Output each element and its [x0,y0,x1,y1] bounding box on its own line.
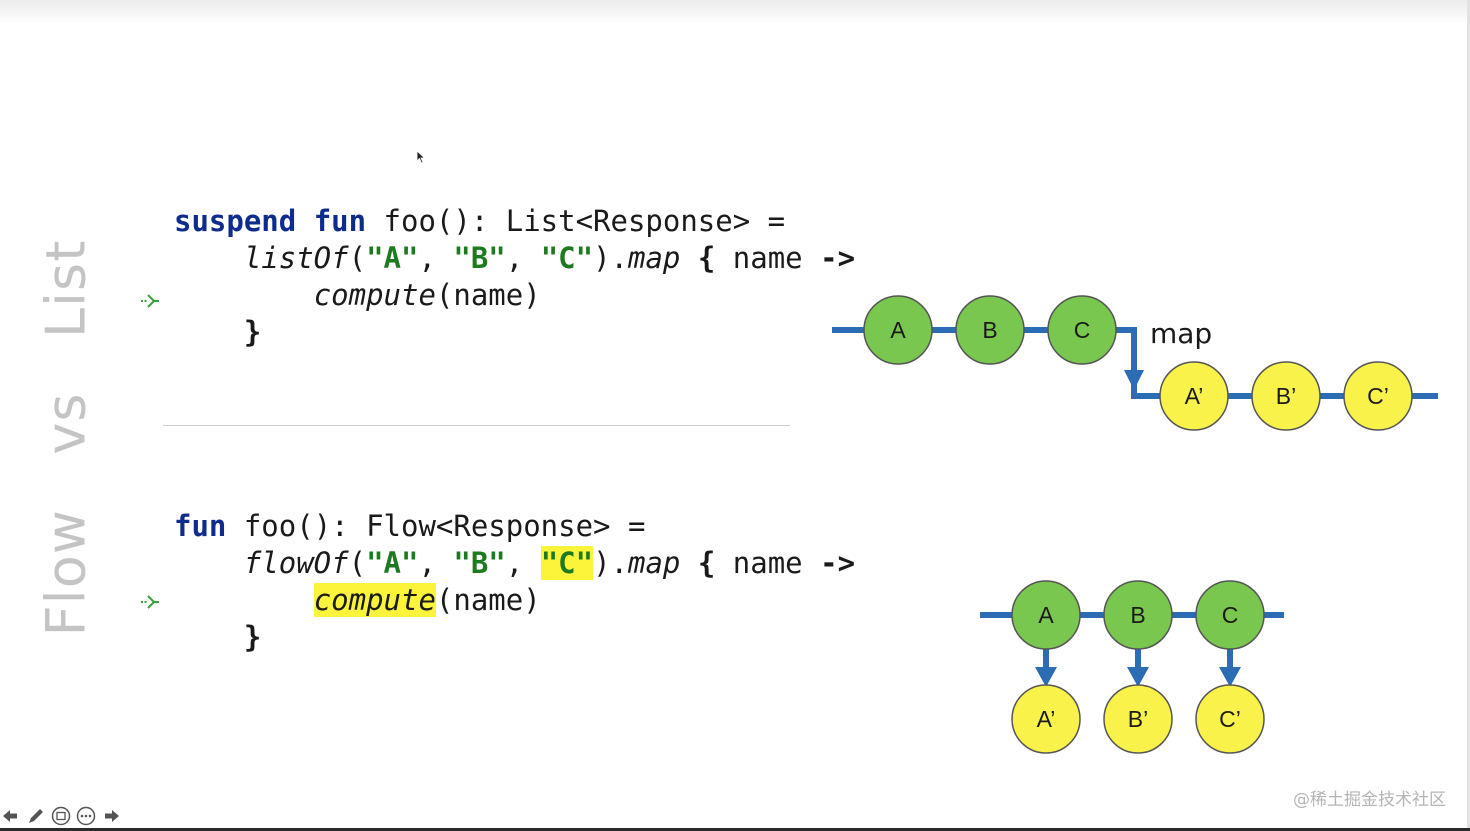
code-block-flow: fun foo(): Flow<Response> = flowOf("A", … [174,508,855,656]
string-literal: "C" [540,241,594,275]
input-node-label: B [982,317,997,343]
code-text: (name) [435,583,541,617]
code-text: name [715,241,821,275]
output-node-label: C’ [1219,706,1241,732]
output-node [1343,361,1413,431]
input-node-label: A [1038,602,1054,628]
code-text: name [715,546,821,580]
cursor-icon [416,150,426,164]
suspend-call-icon[interactable] [139,593,161,611]
string-literal: "B" [453,241,506,275]
code-text: , [505,546,541,580]
input-node-label: C [1222,602,1239,628]
flow-map-diagram: A B C A’ B’ C’ [980,580,1284,754]
function-call-highlighted: compute [313,583,436,617]
bottom-edge [0,828,1470,831]
input-node [1195,580,1265,650]
output-node-label: A’ [1185,383,1204,409]
output-node [1251,361,1321,431]
more-icon [76,806,96,826]
operator-name: map [628,241,681,275]
output-node-label: A’ [1037,706,1056,732]
prev-slide-button[interactable] [0,805,22,827]
code-text: ( [348,546,367,580]
map-arrowhead [1124,370,1144,390]
input-node-label: B [1130,602,1145,628]
next-slide-button[interactable] [100,805,122,827]
closing-brace: } [243,315,262,349]
code-text: (name) [435,278,541,312]
lambda-arrow: -> [820,241,856,275]
closing-brace: } [243,620,262,654]
arrow-left-icon [3,810,17,822]
string-literal: "B" [453,546,506,580]
list-map-diagram: A B C A’ B’ C’ map [832,295,1438,431]
output-node [1195,684,1265,754]
code-text: ). [593,546,629,580]
input-node-label: A [890,317,906,343]
code-text: , [418,241,454,275]
right-edge [1467,0,1470,831]
output-node [1103,684,1173,754]
string-literal: "A" [366,546,419,580]
pen-icon [29,809,43,823]
map-arrowhead [1035,667,1057,687]
code-text: , [418,546,454,580]
keyword-suspend: suspend [174,204,297,238]
input-node [955,295,1025,365]
keyword-fun: fun [174,509,227,543]
suspend-call-icon[interactable] [139,292,161,310]
slides-view-button[interactable] [50,805,72,827]
code-text: foo(): List<Response> = [366,204,786,238]
input-node-label: C [1074,317,1091,343]
watermark: @稀土掘金技术社区 [1293,790,1446,810]
function-name: flowOf [243,546,349,580]
input-node [863,295,933,365]
output-node-label: B’ [1276,383,1296,409]
section-divider [163,425,790,426]
string-literal: "A" [366,241,419,275]
code-text: ). [593,241,629,275]
output-node [1159,361,1229,431]
function-call: compute [313,278,436,312]
more-options-button[interactable] [75,805,97,827]
output-node-label: B’ [1128,706,1148,732]
code-text: { [697,241,716,275]
slides-icon [51,806,71,826]
code-block-list: suspend fun foo(): List<Response> = list… [174,203,855,351]
pen-tool-button[interactable] [25,805,47,827]
output-node-label: C’ [1367,383,1389,409]
arrow-right-icon [105,810,119,822]
map-arrowhead [1219,667,1241,687]
input-node [1011,580,1081,650]
string-literal-highlighted: "C" [540,546,594,580]
slide-side-title: Flow vs List [34,239,98,637]
code-text: ( [348,241,367,275]
presentation-toolbar [0,804,122,828]
operator-name: map [628,546,681,580]
code-text: { [697,546,716,580]
code-text: foo(): Flow<Response> = [226,509,646,543]
code-text: , [505,241,541,275]
lambda-arrow: -> [820,546,856,580]
output-node [1011,684,1081,754]
input-node [1103,580,1173,650]
output-timeline [1131,330,1438,399]
function-name: listOf [243,241,349,275]
keyword-fun: fun [313,204,367,238]
top-band [0,0,1470,24]
map-operator-label: map [1150,317,1212,350]
map-arrowhead [1127,667,1149,687]
input-node [1047,295,1117,365]
